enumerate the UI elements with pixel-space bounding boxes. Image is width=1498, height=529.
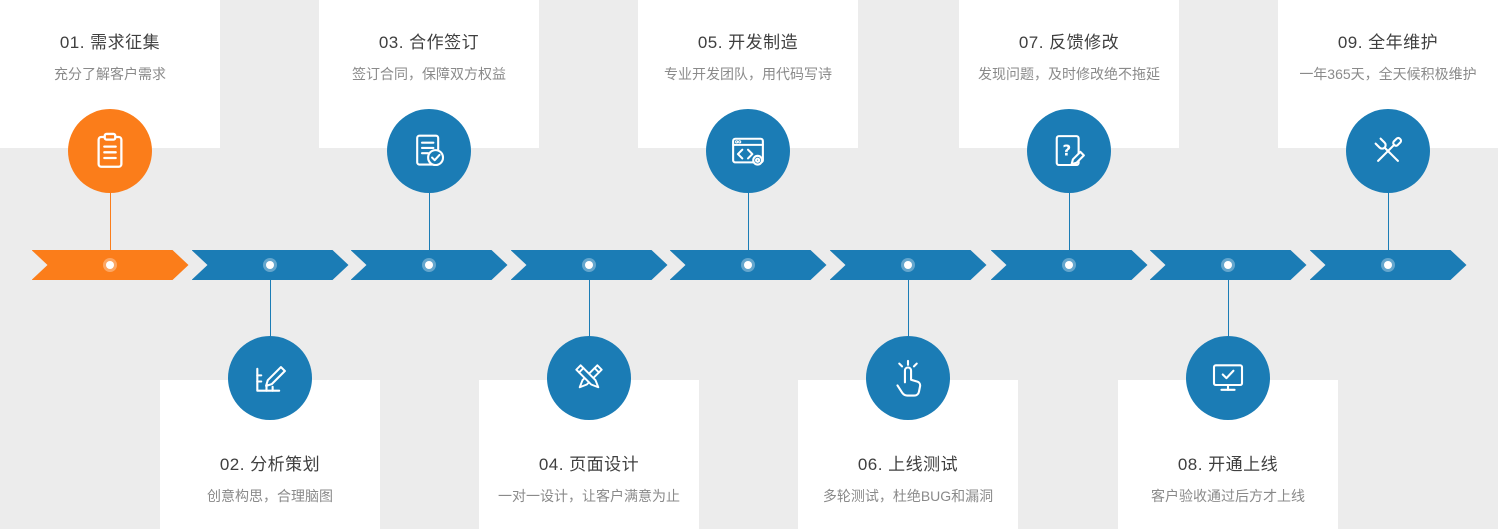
timeline-dot [1065, 261, 1073, 269]
step-title: 07. 反馈修改 [1018, 33, 1120, 52]
timeline-dot [425, 261, 433, 269]
step-subtitle: 专业开发团队，用代码写诗 [664, 66, 832, 82]
step-subtitle: 签订合同，保障双方权益 [352, 66, 506, 82]
wrench-screwdriver-icon [1374, 136, 1403, 162]
step-title: 02. 分析策划 [219, 455, 321, 474]
timeline-dot [585, 261, 593, 269]
step-icon-circle [1346, 109, 1430, 193]
connector-line [748, 151, 749, 265]
code-window-icon [732, 137, 764, 166]
step-title: 01. 需求征集 [59, 33, 161, 52]
timeline-dot [106, 261, 114, 269]
step-subtitle: 一对一设计，让客户满意为止 [498, 488, 680, 504]
document-question-icon: ? [1055, 135, 1085, 167]
step-title: 06. 上线测试 [857, 455, 959, 474]
step-icon-circle [706, 109, 790, 193]
step-title: 08. 开通上线 [1177, 455, 1279, 474]
step-subtitle: 充分了解客户需求 [54, 66, 166, 82]
step-title: 05. 开发制造 [697, 33, 799, 52]
timeline-dot [744, 261, 752, 269]
step-icon-circle [547, 336, 631, 420]
connector-line [1069, 151, 1070, 265]
step-title: 04. 页面设计 [538, 455, 640, 474]
pencil-ruler-icon [256, 366, 286, 392]
connector-line [429, 151, 430, 265]
step-icon-circle [387, 109, 471, 193]
timeline-dot [1384, 261, 1392, 269]
step-subtitle: 一年365天，全天候积极维护 [1299, 66, 1477, 82]
step-title: 09. 全年维护 [1337, 33, 1439, 52]
timeline-dot [266, 261, 274, 269]
hand-click-icon [896, 359, 922, 397]
step-icon-circle [228, 336, 312, 420]
svg-text:?: ? [1063, 141, 1072, 159]
connector-line [908, 265, 909, 378]
step-subtitle: 发现问题，及时修改绝不拖延 [978, 66, 1160, 82]
connector-line [110, 151, 111, 265]
step-icon-circle [68, 109, 152, 193]
step-subtitle: 多轮测试，杜绝BUG和漏洞 [822, 488, 994, 504]
step-subtitle: 创意构思，合理脑图 [207, 488, 333, 504]
clipboard-list-icon [97, 132, 123, 168]
crossed-pencils-icon [575, 364, 603, 389]
contract-check-icon [416, 134, 445, 167]
step-title: 03. 合作签订 [378, 33, 480, 52]
step-icon-circle [1186, 336, 1270, 420]
connector-line [1388, 151, 1389, 265]
connector-line [1228, 265, 1229, 378]
step-subtitle: 客户验收通过后方才上线 [1151, 488, 1305, 504]
step-icon-circle: ? [1027, 109, 1111, 193]
step-card: 09. 全年维护 一年365天，全天候积极维护 [1278, 0, 1498, 148]
connector-line [270, 265, 271, 378]
connector-line [589, 265, 590, 378]
step-icon-circle [866, 336, 950, 420]
timeline-dot [904, 261, 912, 269]
timeline-dot [1224, 261, 1232, 269]
monitor-check-icon [1212, 364, 1244, 391]
